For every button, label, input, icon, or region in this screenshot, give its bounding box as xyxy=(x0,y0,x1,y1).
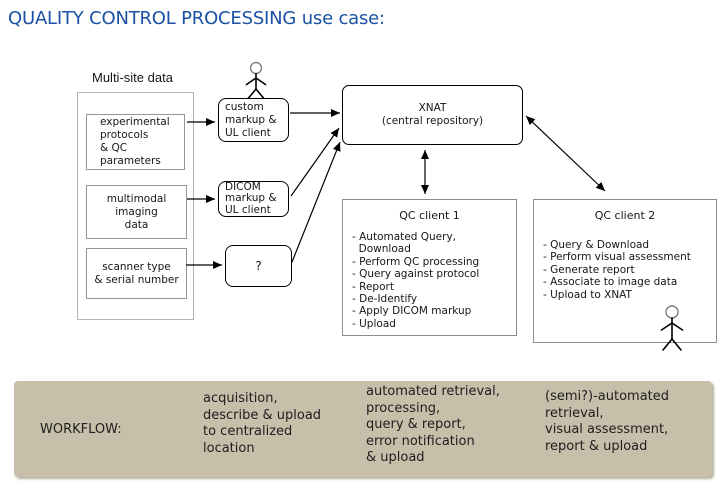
qc-client-2-box: QC client 2 - Query & Download - Perform… xyxy=(533,199,717,343)
qc-client-1-title: QC client 1 xyxy=(399,209,460,222)
arrow-dicom-client-to-xnat xyxy=(290,127,340,197)
workflow-bar: WORKFLOW: acquisition, describe & upload… xyxy=(14,381,712,477)
qc-client-1-box: QC client 1 - Automated Query, Download … xyxy=(342,199,517,336)
source-box-experimental-protocols: experimental protocols & QC parameters xyxy=(86,114,185,170)
qc-client-2-task-list: - Query & Download - Perform visual asse… xyxy=(543,239,691,301)
qc-client-2-title: QC client 2 xyxy=(594,209,656,222)
xnat-central-repository-box: XNAT (central repository) xyxy=(342,85,523,145)
workflow-step-acquisition: acquisition, describe & upload to centra… xyxy=(203,391,322,456)
page-title: QUALITY CONTROL PROCESSING use case: xyxy=(8,8,385,29)
arrow-unknown-client-to-xnat xyxy=(291,141,341,263)
source-box-multimodal-imaging: multimodal imaging data xyxy=(86,185,187,239)
actor-icon xyxy=(245,61,267,99)
multi-site-label: Multi-site data xyxy=(92,70,173,85)
unknown-client-box: ? xyxy=(225,245,292,287)
custom-markup-client-box: custom markup & UL client xyxy=(218,98,289,142)
workflow-step-semi-automated: (semi?)-automated retrieval, visual asse… xyxy=(545,389,670,454)
arrow-xnat-qc-client-2-bidirectional xyxy=(525,115,606,192)
source-box-scanner-type: scanner type & serial number xyxy=(86,248,187,299)
workflow-label: WORKFLOW: xyxy=(40,422,122,437)
workflow-step-automated-retrieval: automated retrieval, processing, query &… xyxy=(366,384,500,465)
dicom-markup-client-box: DICOM markup & UL client xyxy=(218,181,289,217)
qc-client-1-task-list: - Automated Query, Download - Perform QC… xyxy=(352,231,480,330)
